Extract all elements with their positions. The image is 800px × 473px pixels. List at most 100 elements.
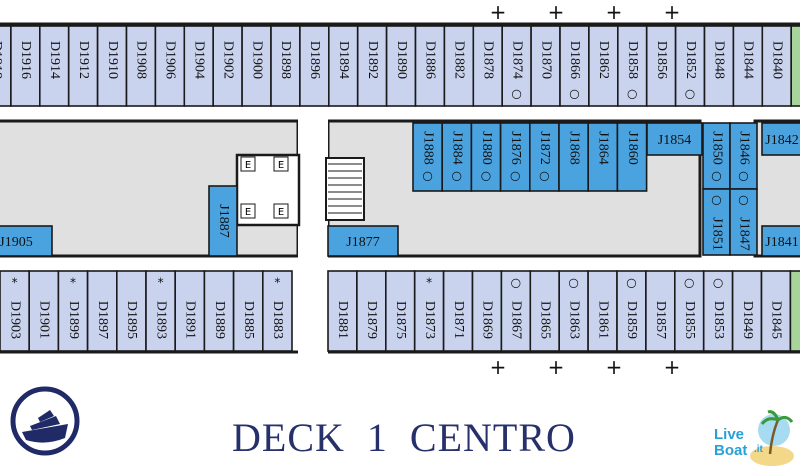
plus-icon: + bbox=[664, 0, 681, 24]
circle-icon: ○ bbox=[510, 169, 520, 183]
cabin-d1881[interactable] bbox=[327, 270, 358, 352]
cabin-j1864[interactable] bbox=[587, 122, 619, 192]
cabin-label: D1903 bbox=[7, 301, 22, 339]
cabin-j1850[interactable] bbox=[702, 122, 731, 190]
cabin-d1894[interactable] bbox=[327, 25, 359, 107]
cabin-d1912[interactable] bbox=[67, 25, 99, 107]
elevator-letter: E bbox=[245, 207, 251, 218]
cabin-label: D1902 bbox=[220, 41, 235, 79]
cabin-d1889[interactable] bbox=[203, 270, 235, 352]
cabin-d1875[interactable] bbox=[384, 270, 416, 352]
circle-icon: ○ bbox=[685, 87, 695, 101]
cabin-d1867[interactable] bbox=[500, 270, 532, 352]
cabin-d1890[interactable] bbox=[385, 25, 417, 107]
cabin-label: D1871 bbox=[451, 301, 466, 339]
cabin-d1845[interactable] bbox=[760, 270, 792, 352]
cabin-d1866[interactable] bbox=[559, 25, 590, 107]
cabin-label: D1865 bbox=[538, 301, 553, 339]
cabin-d1898[interactable] bbox=[270, 25, 301, 107]
cabin-label: J1884 bbox=[450, 131, 465, 164]
cabin-j1842[interactable] bbox=[761, 122, 800, 156]
cabin-d1870[interactable] bbox=[530, 25, 561, 107]
cabin-d1896[interactable] bbox=[299, 25, 330, 107]
cabin-d1873[interactable] bbox=[413, 270, 445, 352]
cabin-label: D1875 bbox=[393, 301, 408, 339]
cabin-d1836[interactable] bbox=[790, 25, 800, 107]
cabin-d1843[interactable] bbox=[789, 270, 800, 352]
cabin-label: D1895 bbox=[124, 301, 139, 339]
cabin-d1906[interactable] bbox=[154, 25, 186, 107]
cabin-d1840[interactable] bbox=[761, 25, 792, 107]
cabin-label: D1906 bbox=[163, 41, 178, 79]
cabin-j1860[interactable] bbox=[616, 122, 648, 192]
cabin-d1902[interactable] bbox=[212, 25, 243, 107]
cabin-d1856[interactable] bbox=[645, 25, 677, 107]
cabin-d1852[interactable] bbox=[674, 25, 706, 107]
asterisk-icon: * bbox=[12, 276, 18, 290]
palm-icon bbox=[750, 410, 794, 466]
cabin-j1880[interactable] bbox=[470, 122, 502, 192]
cabin-d1879[interactable] bbox=[356, 270, 387, 352]
cabin-label: D1848 bbox=[712, 41, 727, 79]
cabin-d1883[interactable] bbox=[261, 270, 293, 352]
cabin-label: D1855 bbox=[682, 301, 697, 339]
cabin-j1872[interactable] bbox=[528, 122, 560, 192]
circle-icon: ○ bbox=[738, 169, 748, 183]
central-corridor bbox=[298, 107, 328, 367]
deck-title: DECK 1 CENTRO bbox=[232, 415, 576, 460]
cabin-j1877[interactable] bbox=[327, 225, 399, 257]
plus-icon: + bbox=[606, 0, 623, 24]
cabin-j1905[interactable] bbox=[0, 225, 53, 257]
cabin-d1893[interactable] bbox=[145, 270, 177, 352]
cabin-label: D1889 bbox=[212, 301, 227, 339]
asterisk-icon: * bbox=[70, 276, 76, 290]
cabin-j1851[interactable] bbox=[702, 188, 731, 256]
cabin-label: D1870 bbox=[538, 41, 553, 79]
cabin-label: D1836 bbox=[798, 41, 800, 79]
plus-icon: + bbox=[490, 355, 507, 379]
cabin-d1855[interactable] bbox=[673, 270, 705, 352]
cabin-d1897[interactable] bbox=[86, 270, 118, 352]
cabin-label: D1881 bbox=[335, 301, 350, 339]
cabin-d1878[interactable] bbox=[472, 25, 503, 107]
cabin-d1869[interactable] bbox=[471, 270, 503, 352]
circle-icon: ○ bbox=[511, 276, 521, 290]
cabin-j1887[interactable] bbox=[208, 185, 238, 257]
cabin-d1853[interactable] bbox=[702, 270, 734, 352]
elevator-letter: E bbox=[278, 160, 284, 171]
cabin-j1854[interactable] bbox=[646, 122, 703, 156]
cabin-d1857[interactable] bbox=[645, 270, 676, 352]
cabin-d1882[interactable] bbox=[443, 25, 475, 107]
cabin-label: J1846 bbox=[736, 131, 751, 164]
cabin-d1910[interactable] bbox=[96, 25, 128, 107]
cabin-d1861[interactable] bbox=[587, 270, 618, 352]
circle-icon: ○ bbox=[511, 87, 521, 101]
cabin-d1858[interactable] bbox=[616, 25, 648, 107]
cabin-label: J1876 bbox=[508, 131, 523, 164]
corridor-bottom bbox=[0, 256, 800, 270]
cabin-label: J1880 bbox=[479, 131, 494, 164]
circle-icon: ○ bbox=[626, 276, 636, 290]
corridor-top bbox=[0, 107, 800, 121]
cabin-label: D1918 bbox=[0, 41, 4, 79]
cabin-d1863[interactable] bbox=[558, 270, 589, 352]
cabin-d1891[interactable] bbox=[174, 270, 206, 352]
cabin-j1884[interactable] bbox=[441, 122, 473, 192]
cabin-j1846[interactable] bbox=[729, 122, 758, 190]
circle-icon: ○ bbox=[422, 169, 432, 183]
cabin-d1900[interactable] bbox=[241, 25, 272, 107]
cabin-j1841[interactable] bbox=[761, 225, 800, 257]
plus-icon: + bbox=[548, 0, 565, 24]
cabin-d1892[interactable] bbox=[356, 25, 388, 107]
circle-icon: ○ bbox=[713, 276, 723, 290]
cabin-j1888[interactable] bbox=[412, 122, 444, 192]
cabin-d1908[interactable] bbox=[125, 25, 157, 107]
cabin-d1844[interactable] bbox=[732, 25, 764, 107]
cabin-j1847[interactable] bbox=[729, 188, 758, 256]
cabin-label: J1854 bbox=[658, 133, 691, 148]
cabin-label: D1879 bbox=[364, 301, 379, 339]
cabin-d1886[interactable] bbox=[414, 25, 446, 107]
cabin-j1876[interactable] bbox=[499, 122, 531, 192]
cabin-d1862[interactable] bbox=[588, 25, 619, 107]
cabin-d1895[interactable] bbox=[116, 270, 147, 352]
